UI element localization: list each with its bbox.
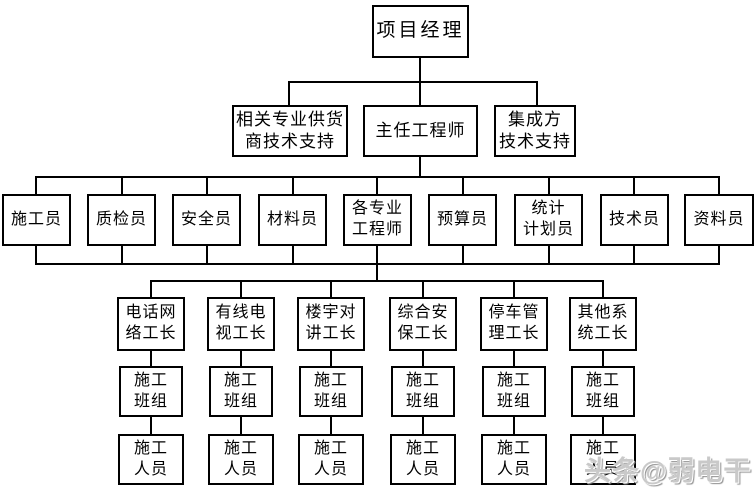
node-construction-crew-2: 施工 人员 [208, 434, 274, 485]
node-foreman-cable-tv: 有线电 视工长 [207, 297, 275, 351]
node-construction-crew-1: 施工 人员 [118, 434, 184, 485]
node-construction-crew-3: 施工 人员 [298, 434, 364, 485]
node-construction-team-4: 施工 班组 [391, 366, 455, 417]
node-construction-team-2: 施工 班组 [209, 366, 273, 417]
node-supplier-tech-support: 相关专业供货 商技术支持 [232, 105, 348, 157]
node-foreman-security: 综合安 保工长 [389, 297, 457, 351]
node-construction-crew-6: 施工 人员 [570, 434, 636, 485]
watermark: 头条@弱电干货 [584, 456, 752, 486]
node-construction-team-5: 施工 班组 [482, 366, 546, 417]
node-project-manager: 项目经理 [372, 5, 469, 58]
node-foreman-telephone-network: 电话网 络工长 [117, 297, 185, 351]
node-technician: 技术员 [600, 194, 669, 246]
node-material-clerk: 材料员 [258, 194, 327, 246]
node-specialty-engineers: 各专业 工程师 [343, 194, 412, 246]
node-chief-engineer: 主任工程师 [363, 105, 478, 157]
node-construction-crew-4: 施工 人员 [390, 434, 456, 485]
node-foreman-other-systems: 其他系 统工长 [569, 297, 637, 351]
node-document-clerk: 资料员 [684, 194, 754, 246]
node-construction-team-3: 施工 班组 [299, 366, 363, 417]
node-construction-team-6: 施工 班组 [571, 366, 635, 417]
node-integrator-tech-support: 集成方 技术支持 [494, 105, 576, 157]
node-constructor: 施工员 [2, 194, 71, 246]
node-foreman-intercom: 楼宇对 讲工长 [297, 297, 365, 351]
node-budget-officer: 预算员 [428, 194, 497, 246]
node-foreman-parking: 停车管 理工长 [480, 297, 548, 351]
node-construction-team-1: 施工 班组 [119, 366, 183, 417]
node-statistics-planner: 统计 计划员 [514, 194, 583, 246]
node-quality-inspector: 质检员 [87, 194, 156, 246]
node-safety-officer: 安全员 [172, 194, 241, 246]
node-construction-crew-5: 施工 人员 [481, 434, 547, 485]
